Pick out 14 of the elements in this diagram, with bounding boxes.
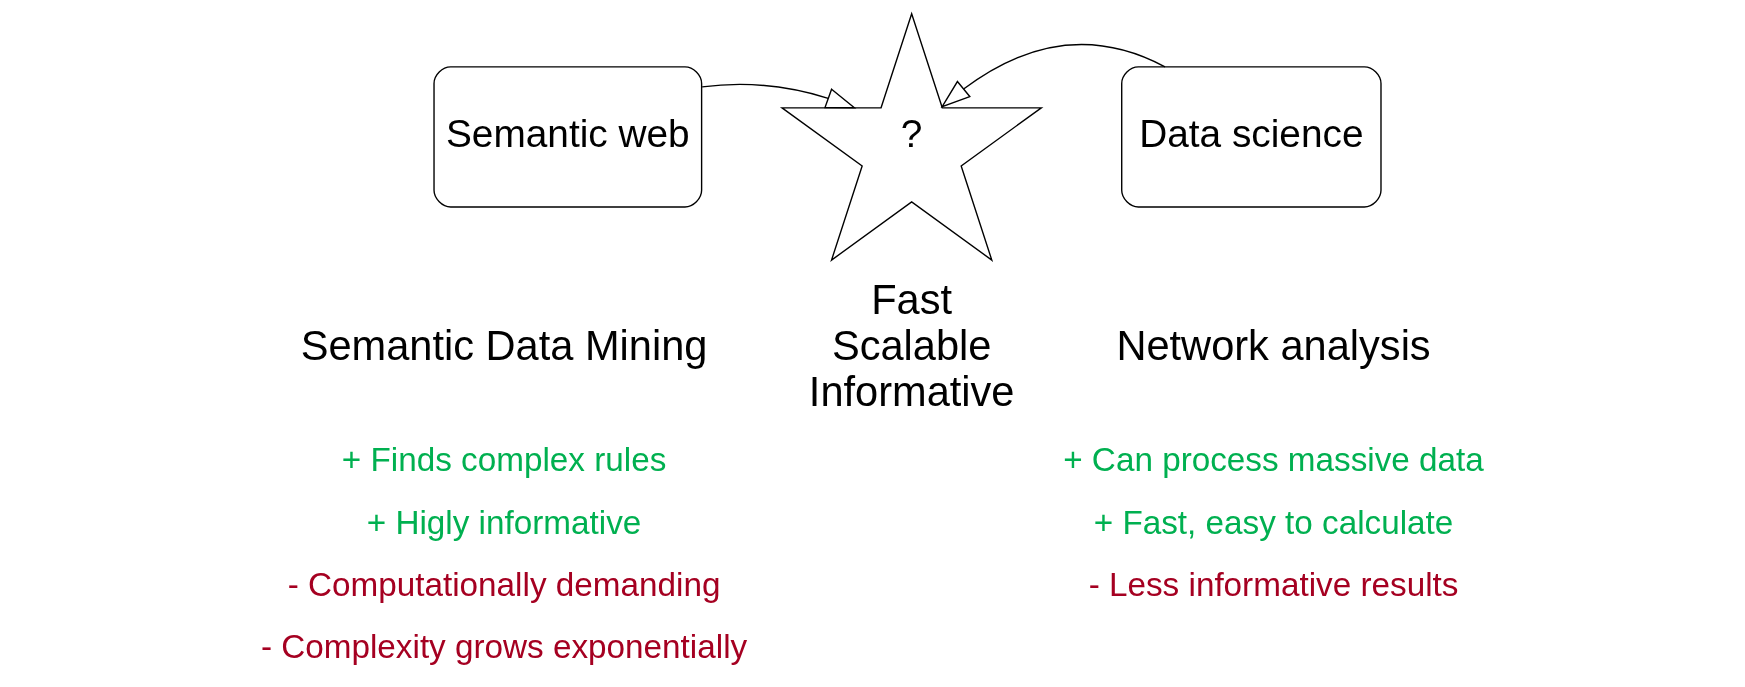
label: + Finds complex rules xyxy=(341,441,667,479)
node-box: Semantic web xyxy=(433,66,703,208)
arrow xyxy=(701,83,857,109)
node-label: Network analysis xyxy=(1116,322,1431,370)
label: + Fast, easy to calculate xyxy=(1093,503,1454,541)
label: - Computationally demanding xyxy=(287,566,721,604)
node-box: Data science xyxy=(1121,66,1382,208)
node-label: Semantic Data Mining xyxy=(300,322,708,370)
label: - Less informative results xyxy=(1088,566,1459,604)
arrow xyxy=(940,43,1166,108)
node-label: Fast Scalable Informative xyxy=(808,276,1015,415)
label: + Higly informative xyxy=(366,503,642,541)
label: + Can process massive data xyxy=(1063,441,1484,479)
label: - Complexity grows exponentially xyxy=(260,628,748,666)
